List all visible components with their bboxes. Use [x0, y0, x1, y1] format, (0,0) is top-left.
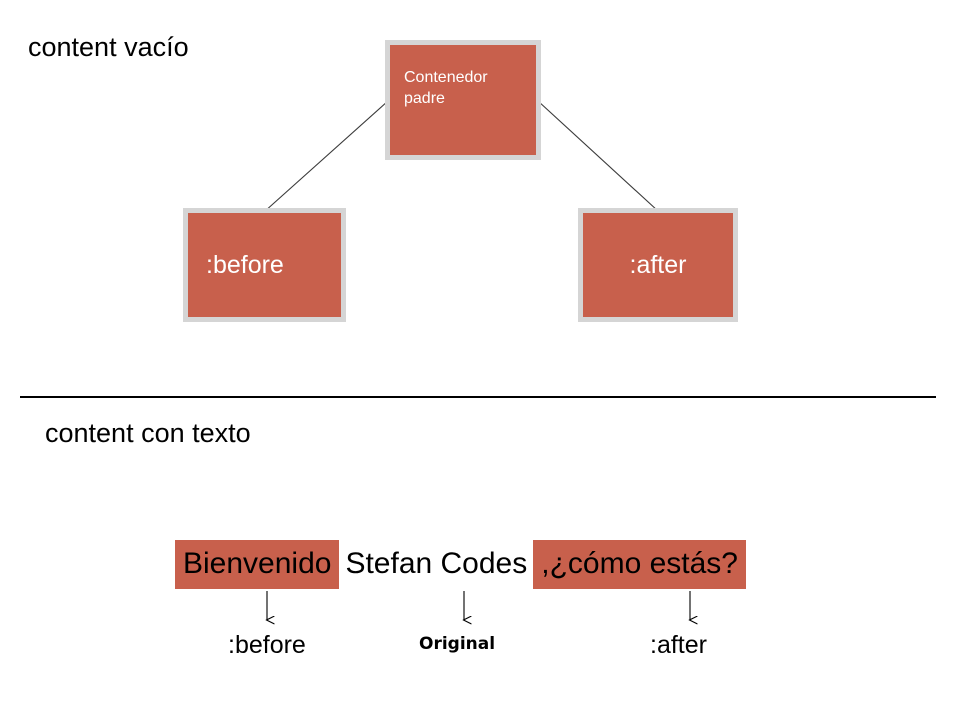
tree-node-after: :after: [578, 208, 738, 322]
sentence-fragment-after: ,¿cómo estás?: [533, 540, 746, 589]
tree-node-after-label: :after: [629, 250, 687, 279]
tree-node-parent-label: Contenedor padre: [404, 69, 488, 108]
sentence-fragment-original: Stefan Codes: [345, 547, 528, 580]
annotation-label-after: :after: [650, 631, 707, 659]
section-heading-empty: content vacío: [28, 32, 189, 62]
connector-line-left: [263, 100, 389, 213]
connector-line-right: [537, 100, 659, 212]
tree-node-before: :before: [183, 208, 346, 322]
annotation-label-original: Original: [419, 634, 496, 654]
annotation-label-before: :before: [228, 631, 306, 659]
sentence-row: Bienvenido Stefan Codes ,¿cómo estás?: [175, 540, 746, 589]
section-heading-with-text: content con texto: [45, 418, 251, 448]
tree-node-parent-container: Contenedor padre: [385, 40, 541, 160]
section-divider: [20, 396, 936, 398]
sentence-fragment-before: Bienvenido: [175, 540, 340, 589]
tree-node-before-label: :before: [206, 250, 284, 279]
